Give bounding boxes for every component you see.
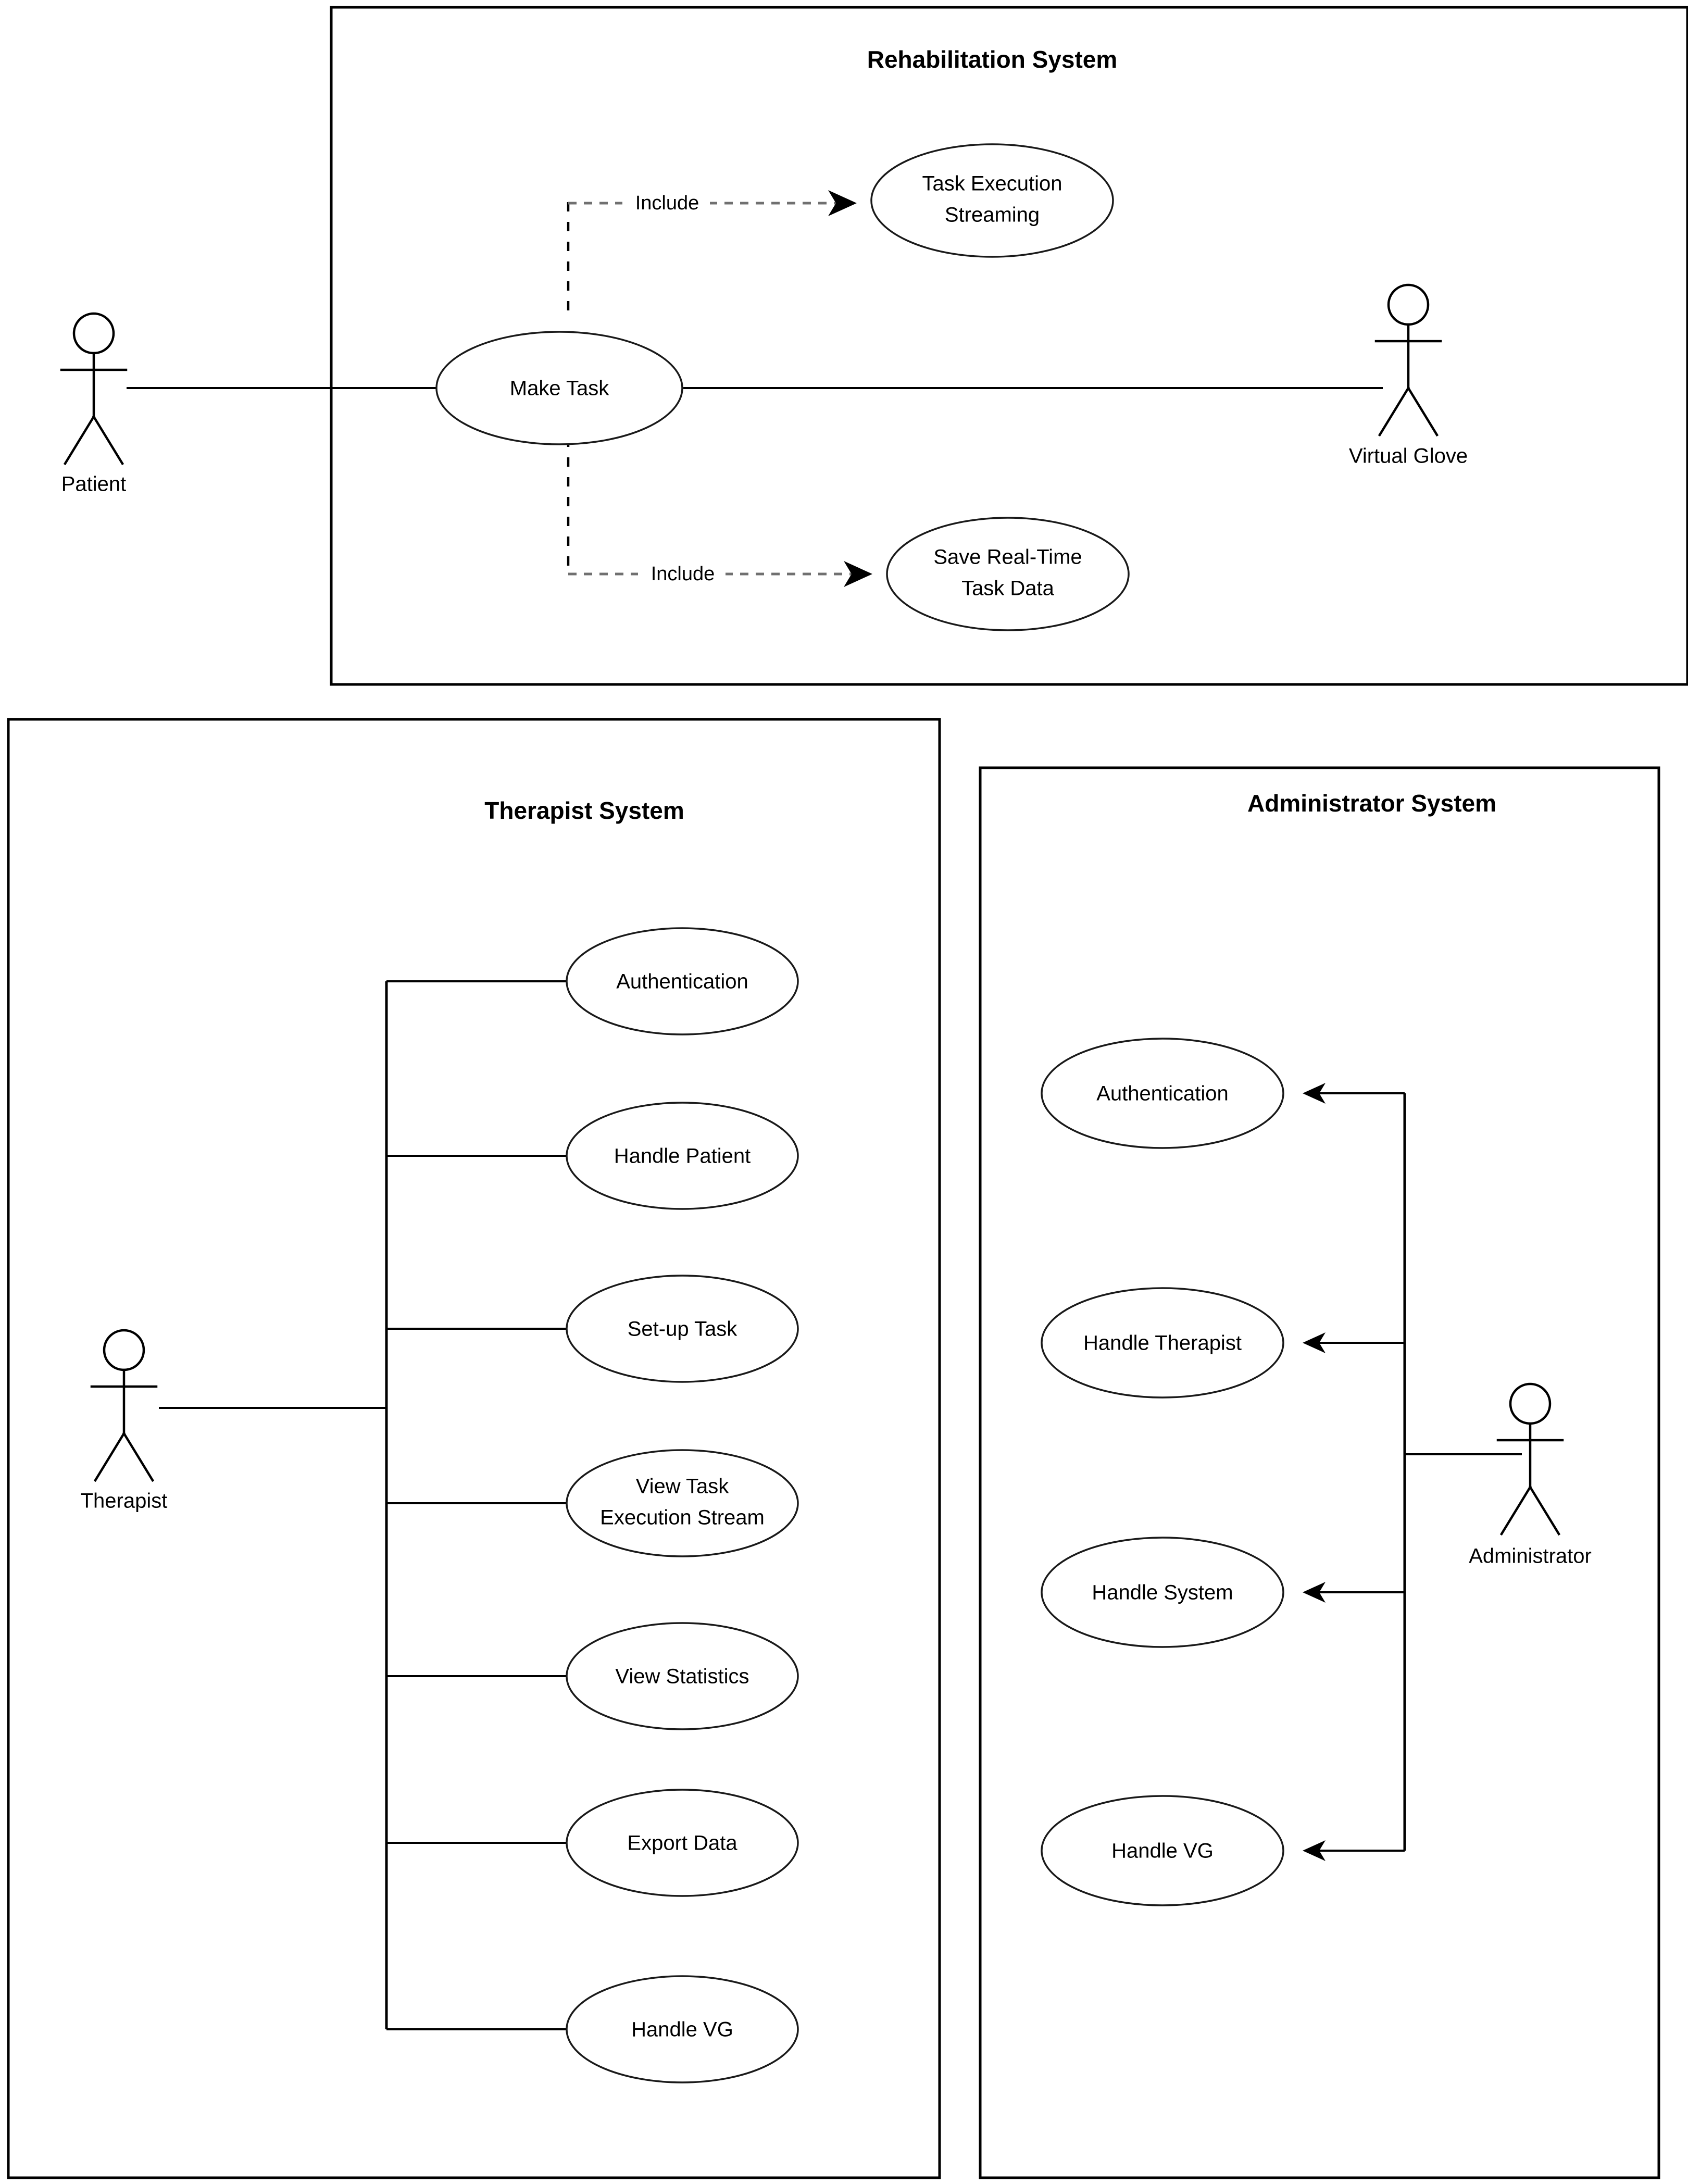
use-case-a-authentication[interactable]: Authentication	[1041, 1038, 1284, 1149]
use-case-label-t-view-task-execution-stream-line2: Execution Stream	[600, 1506, 765, 1529]
use-case-ellipse-t-handle-patient[interactable]	[566, 1102, 799, 1210]
actor-label-patient: Patient	[61, 473, 127, 496]
use-case-ellipse-t-view-statistics[interactable]	[566, 1622, 799, 1730]
actor-leg-left-administrator	[1499, 1485, 1532, 1536]
actor-virtual-glove[interactable]: Virtual Glove	[1349, 283, 1468, 468]
system-therapist: Therapist System Authentication Handle P…	[7, 718, 941, 2179]
use-case-ellipse-t-export-data[interactable]	[566, 1789, 799, 1897]
system-rehabilitation: Rehabilitation System Include Include Ma…	[127, 6, 1688, 686]
use-case-label-t-handle-patient: Handle Patient	[614, 1145, 751, 1168]
actor-label-therapist: Therapist	[81, 1490, 168, 1513]
use-case-t-handle-patient[interactable]: Handle Patient	[566, 1102, 799, 1210]
use-case-label-t-handle-vg: Handle VG	[631, 2018, 733, 2041]
actor-label-administrator: Administrator	[1469, 1545, 1592, 1568]
use-case-a-handle-system[interactable]: Handle System	[1041, 1537, 1284, 1648]
use-case-label-a-handle-vg: Handle VG	[1111, 1840, 1214, 1863]
use-case-ellipse-t-view-task-execution-stream[interactable]	[566, 1449, 799, 1557]
use-case-save-real-time-task-data[interactable]: Save Real-Time Task Data	[886, 517, 1130, 631]
use-case-ellipse-a-handle-system[interactable]	[1041, 1537, 1284, 1648]
actor-patient[interactable]: Patient	[60, 312, 128, 496]
use-case-ellipse-a-handle-therapist[interactable]	[1041, 1287, 1284, 1399]
include-label-task-execution-streaming: Include	[635, 192, 699, 214]
actor-leg-left-virtual-glove	[1378, 386, 1410, 437]
use-case-ellipse-t-handle-vg[interactable]	[566, 1975, 799, 2083]
actor-leg-left-therapist	[93, 1431, 126, 1482]
use-case-label-save-real-time-task-data-line1: Save Real-Time	[933, 546, 1082, 569]
use-case-label-a-handle-system: Handle System	[1092, 1581, 1233, 1604]
system-administrator: Administrator System Authentication Hand…	[979, 766, 1660, 2179]
use-case-label-t-view-task-execution-stream-line1: View Task	[636, 1475, 730, 1498]
actor-label-virtual-glove: Virtual Glove	[1349, 445, 1468, 468]
use-case-t-view-task-execution-stream[interactable]: View Task Execution Stream	[566, 1449, 799, 1557]
system-boundary-administrator	[979, 766, 1660, 2179]
use-case-t-handle-vg[interactable]: Handle VG	[566, 1975, 799, 2083]
use-case-make-task[interactable]: Make Task	[435, 331, 683, 445]
include-label-backdrop-bottom	[638, 560, 726, 589]
use-case-ellipse-t-set-up-task[interactable]	[566, 1275, 799, 1383]
use-case-label-task-execution-streaming-line2: Streaming	[945, 204, 1040, 227]
actor-leg-right-administrator	[1528, 1485, 1561, 1536]
use-case-ellipse-a-handle-vg[interactable]	[1041, 1795, 1284, 1906]
use-case-label-save-real-time-task-data-line2: Task Data	[961, 577, 1055, 600]
use-case-ellipse-make-task[interactable]	[435, 331, 683, 445]
include-label-save-real-time-task-data: Include	[651, 563, 715, 585]
use-case-ellipse-a-authentication[interactable]	[1041, 1038, 1284, 1149]
actor-leg-right-virtual-glove	[1406, 386, 1439, 437]
use-case-label-t-export-data: Export Data	[627, 1832, 737, 1855]
system-title-administrator: Administrator System	[1247, 790, 1496, 817]
use-case-label-a-handle-therapist: Handle Therapist	[1083, 1332, 1242, 1355]
use-case-a-handle-therapist[interactable]: Handle Therapist	[1041, 1287, 1284, 1399]
use-case-ellipse-t-authentication[interactable]	[566, 927, 799, 1035]
use-case-a-handle-vg[interactable]: Handle VG	[1041, 1795, 1284, 1906]
use-case-t-view-statistics[interactable]: View Statistics	[566, 1622, 799, 1730]
use-case-ellipse-save-real-time-task-data[interactable]	[886, 517, 1130, 631]
use-case-t-authentication[interactable]: Authentication	[566, 927, 799, 1035]
system-boundary-therapist	[7, 718, 941, 2179]
use-case-label-t-authentication: Authentication	[616, 970, 748, 993]
actor-therapist[interactable]: Therapist	[81, 1329, 168, 1513]
system-title-therapist: Therapist System	[484, 797, 684, 824]
system-title-rehabilitation: Rehabilitation System	[867, 46, 1118, 73]
actor-leg-left-patient	[63, 415, 96, 466]
use-case-task-execution-streaming[interactable]: Task Execution Streaming	[870, 143, 1114, 258]
use-case-t-export-data[interactable]: Export Data	[566, 1789, 799, 1897]
include-label-backdrop-top	[622, 190, 710, 218]
actor-leg-right-patient	[92, 415, 124, 466]
use-case-label-a-authentication: Authentication	[1096, 1082, 1229, 1105]
use-case-label-task-execution-streaming-line1: Task Execution	[922, 172, 1062, 195]
use-case-label-t-view-statistics: View Statistics	[615, 1665, 749, 1688]
use-case-t-set-up-task[interactable]: Set-up Task	[566, 1275, 799, 1383]
actor-leg-right-therapist	[122, 1431, 155, 1482]
use-case-label-t-set-up-task: Set-up Task	[628, 1318, 737, 1341]
actor-administrator[interactable]: Administrator	[1469, 1382, 1592, 1568]
actor-head-patient	[72, 312, 115, 355]
use-case-ellipse-task-execution-streaming[interactable]	[870, 143, 1114, 258]
use-case-label-make-task: Make Task	[510, 377, 609, 400]
